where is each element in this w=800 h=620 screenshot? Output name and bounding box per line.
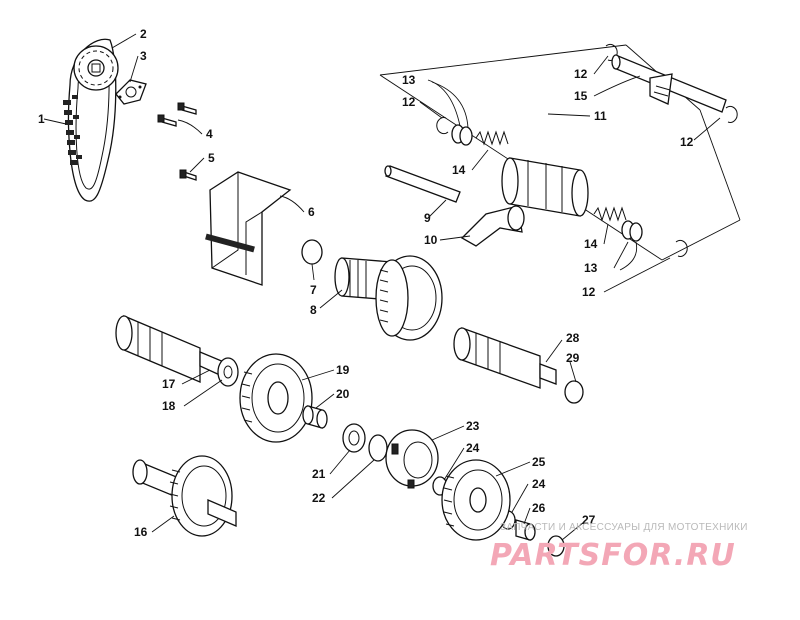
callout-29: 29	[566, 351, 580, 365]
callout-4: 4	[206, 127, 213, 141]
callout-14-lower: 14	[584, 237, 598, 251]
shaft-part-28	[453, 327, 557, 389]
callout-1: 1	[38, 112, 45, 126]
shift-shaft-part-15	[611, 54, 727, 113]
callout-26: 26	[532, 501, 546, 515]
leader-lines	[43, 33, 721, 541]
callout-14-upper: 14	[452, 163, 466, 177]
callout-9: 9	[424, 211, 431, 225]
callout-24-upper: 24	[466, 441, 480, 455]
callout-18: 18	[162, 399, 176, 413]
callout-11: 11	[594, 109, 607, 123]
gear-part-25	[441, 459, 511, 541]
washer-part-21	[342, 423, 366, 453]
cover-part-6	[205, 171, 292, 286]
callout-7: 7	[310, 283, 317, 297]
callout-12-left: 12	[402, 95, 416, 109]
callout-22: 22	[312, 491, 326, 505]
snap-ring-part-7	[301, 239, 323, 265]
shift-fork-part-10	[460, 205, 525, 247]
snap-ring-part-22	[368, 434, 388, 462]
washers-part-13-upper	[451, 124, 473, 146]
clutch-part-23	[385, 429, 439, 489]
shift-drum	[501, 157, 589, 217]
gear-shaft-part-8	[334, 255, 443, 341]
callout-15: 15	[574, 89, 588, 103]
callout-13-upper: 13	[402, 73, 416, 87]
callout-24-lower: 24	[532, 477, 546, 491]
bolts-part-4	[157, 102, 197, 127]
callout-16: 16	[134, 525, 148, 539]
bushing-part-20	[302, 405, 328, 429]
callout-8: 8	[310, 303, 317, 317]
callout-5: 5	[208, 151, 215, 165]
watermark-caption: ЗАПЧАСТИ И АКСЕССУАРЫ ДЛЯ МОТОТЕХНИКИ	[500, 522, 748, 533]
pin-part-9	[384, 165, 461, 203]
callout-12-right: 12	[680, 135, 694, 149]
clip-part-12-a	[436, 117, 449, 135]
clip-part-12-b	[605, 43, 618, 61]
bolt-part-5	[179, 169, 197, 181]
shaft-gear-part-16	[132, 455, 237, 537]
callout-6: 6	[308, 205, 315, 219]
spring-part-14-upper	[475, 130, 509, 146]
callout-27: 27	[582, 513, 596, 527]
callout-labels: 1 2 3 4 5 6 7 8 9 10 11 12 12 12 12 13 1…	[38, 27, 694, 539]
callout-21: 21	[312, 467, 326, 481]
callout-20: 20	[336, 387, 350, 401]
gear-part-19	[239, 353, 313, 443]
assembly-outline-part-11	[379, 44, 741, 261]
clip-part-12-d	[675, 239, 688, 257]
callout-12-bottom: 12	[582, 285, 596, 299]
callout-23: 23	[466, 419, 480, 433]
spring-part-14-lower	[593, 206, 627, 222]
callout-2: 2	[140, 27, 147, 41]
callout-3: 3	[140, 49, 147, 63]
callout-17: 17	[162, 377, 176, 391]
callout-12-top: 12	[574, 67, 588, 81]
washers-part-13-lower	[621, 220, 643, 242]
callout-25: 25	[532, 455, 546, 469]
clip-part-12-c	[725, 105, 738, 123]
ring-part-27	[547, 535, 565, 557]
callout-10: 10	[424, 233, 438, 247]
watermark-logo: PARTSFOR.RU	[490, 538, 736, 573]
washer-part-18	[217, 357, 239, 387]
clip-part-29	[564, 380, 584, 404]
shaft-part-17	[115, 315, 225, 383]
callout-13-lower: 13	[584, 261, 598, 275]
callout-28: 28	[566, 331, 580, 345]
bushing-part-26	[515, 519, 536, 541]
sprocket-part-2	[73, 45, 119, 91]
plate-part-3	[115, 79, 147, 105]
callout-19: 19	[336, 363, 350, 377]
